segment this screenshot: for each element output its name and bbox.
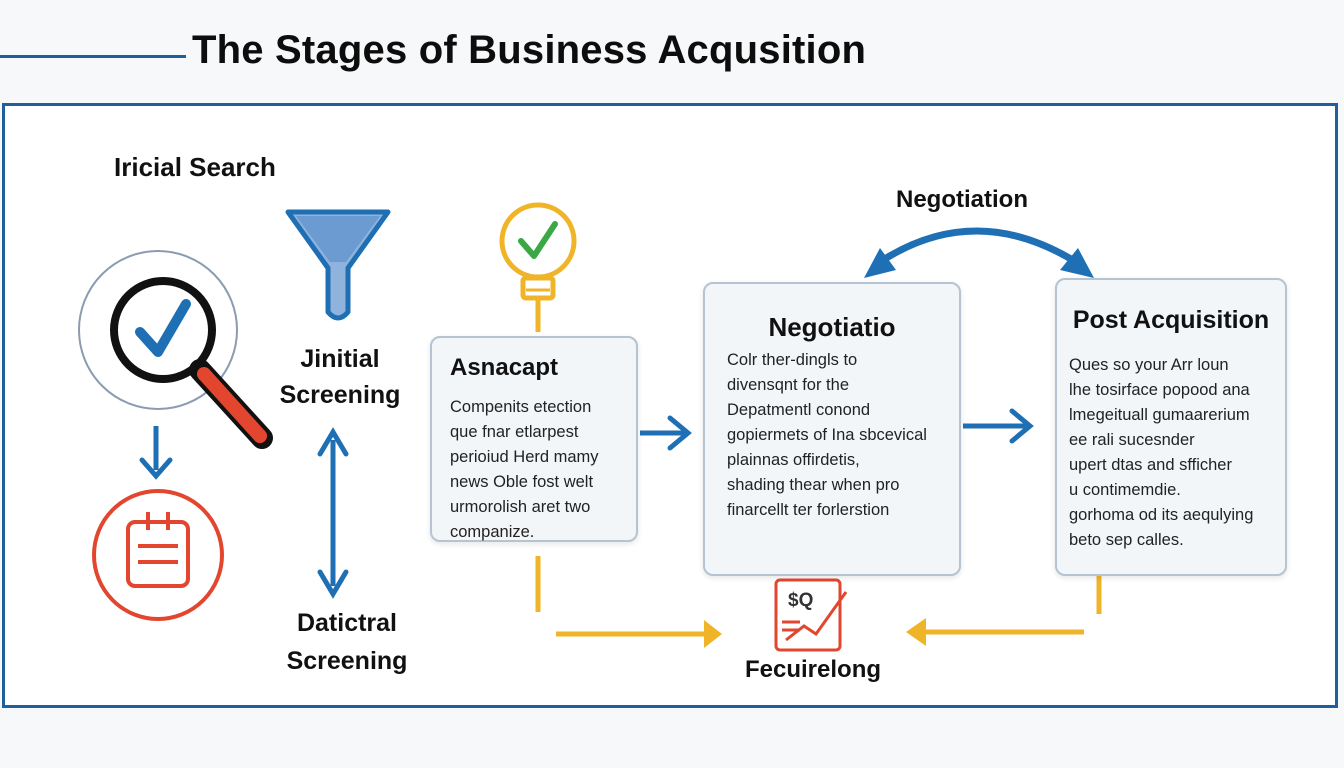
card-asnacapt: Asnacapt Compenits etection que fnar etl… <box>430 336 638 542</box>
curved-double-arrow <box>864 227 1094 278</box>
fecuirelong-label: Fecuirelong <box>745 656 882 683</box>
card-asnacapt-body: Compenits etection que fnar etlarpest pe… <box>450 395 599 545</box>
datictral-screening-line-1: Datictral <box>296 609 398 637</box>
card-asnacapt-line: companize. <box>450 523 535 541</box>
card-negotiatio-title: Negotiatio <box>768 312 896 342</box>
arrow-down-search <box>139 426 173 480</box>
card-post-line: beto sep calles. <box>1069 531 1184 549</box>
card-asnacapt-line: Compenits etection <box>450 398 592 416</box>
card-post-acquisition: Post Acquisition Ques so your Arr loun l… <box>1055 278 1287 576</box>
card-asnacapt-line: news Oble fost welt <box>450 473 594 491</box>
card-negotiatio-line: Colr ther-dingls to <box>727 351 858 369</box>
card-negotiatio-line: finarcellt ter forlerstion <box>727 501 890 519</box>
orange-connector-right <box>906 576 1102 646</box>
card-post-line: lhe tosirface popood ana <box>1069 381 1250 399</box>
card-post-line: lmegeituall gumaarerium <box>1069 406 1250 424</box>
card-negotiatio-line: divensqnt for the <box>727 376 849 394</box>
arrow-asnacapt-to-negotiatio <box>640 415 692 451</box>
card-asnacapt-line: urmorolish aret two <box>450 498 591 516</box>
double-arrow-vertical <box>317 427 349 599</box>
card-asnacapt-title: Asnacapt <box>450 354 559 381</box>
dollar-document-text: $Q <box>788 590 813 611</box>
card-asnacapt-line: que fnar etlarpest <box>450 423 579 441</box>
magnifier-check-icon <box>78 250 273 449</box>
card-negotiatio-line: Depatmentl conond <box>727 401 871 419</box>
clipboard-icon <box>92 489 224 621</box>
card-negotiatio-line: gopiermets of Ina sbcevical <box>727 426 927 444</box>
card-post-acquisition-title: Post Acquisition <box>1072 306 1270 334</box>
initial-screening-line-1: Jinitial <box>300 345 380 373</box>
dollar-document-icon: $Q <box>774 578 848 652</box>
title-rule <box>0 55 186 58</box>
negotiation-top-label: Negotiation <box>896 186 1028 213</box>
card-post-line: u contimemdie. <box>1069 481 1181 499</box>
card-asnacapt-line: perioiud Herd mamy <box>450 448 599 466</box>
datictral-screening-line-2: Screening <box>286 647 408 675</box>
card-negotiatio: Negotiatio Colr ther-dingls to divensqnt… <box>703 282 961 576</box>
card-negotiatio-line: plainnas offirdetis, <box>727 451 860 469</box>
card-negotiatio-line: shading thear when pro <box>727 476 900 494</box>
arrow-negotiatio-to-post <box>963 408 1034 444</box>
initial-screening-label: Jinitial Screening <box>278 341 402 413</box>
card-negotiatio-body: Colr ther-dingls to divensqnt for the De… <box>727 348 927 523</box>
datictral-screening-label: Datictral Screening <box>276 604 418 680</box>
orange-connector-left <box>535 556 722 648</box>
funnel-icon <box>285 209 391 321</box>
initial-screening-line-2: Screening <box>279 381 401 409</box>
card-post-acquisition-body: Ques so your Arr loun lhe tosirface popo… <box>1069 353 1253 553</box>
initial-search-label: Iricial Search <box>114 152 276 182</box>
lightbulb-check-icon <box>499 202 577 332</box>
page-title: The Stages of Business Acqusition <box>192 28 867 72</box>
card-post-line: gorhoma od its aequlying <box>1069 506 1254 524</box>
card-post-line: Ques so your Arr loun <box>1069 356 1229 374</box>
card-post-line: upert dtas and sfficher <box>1069 456 1232 474</box>
card-post-line: ee rali sucesnder <box>1069 431 1195 449</box>
